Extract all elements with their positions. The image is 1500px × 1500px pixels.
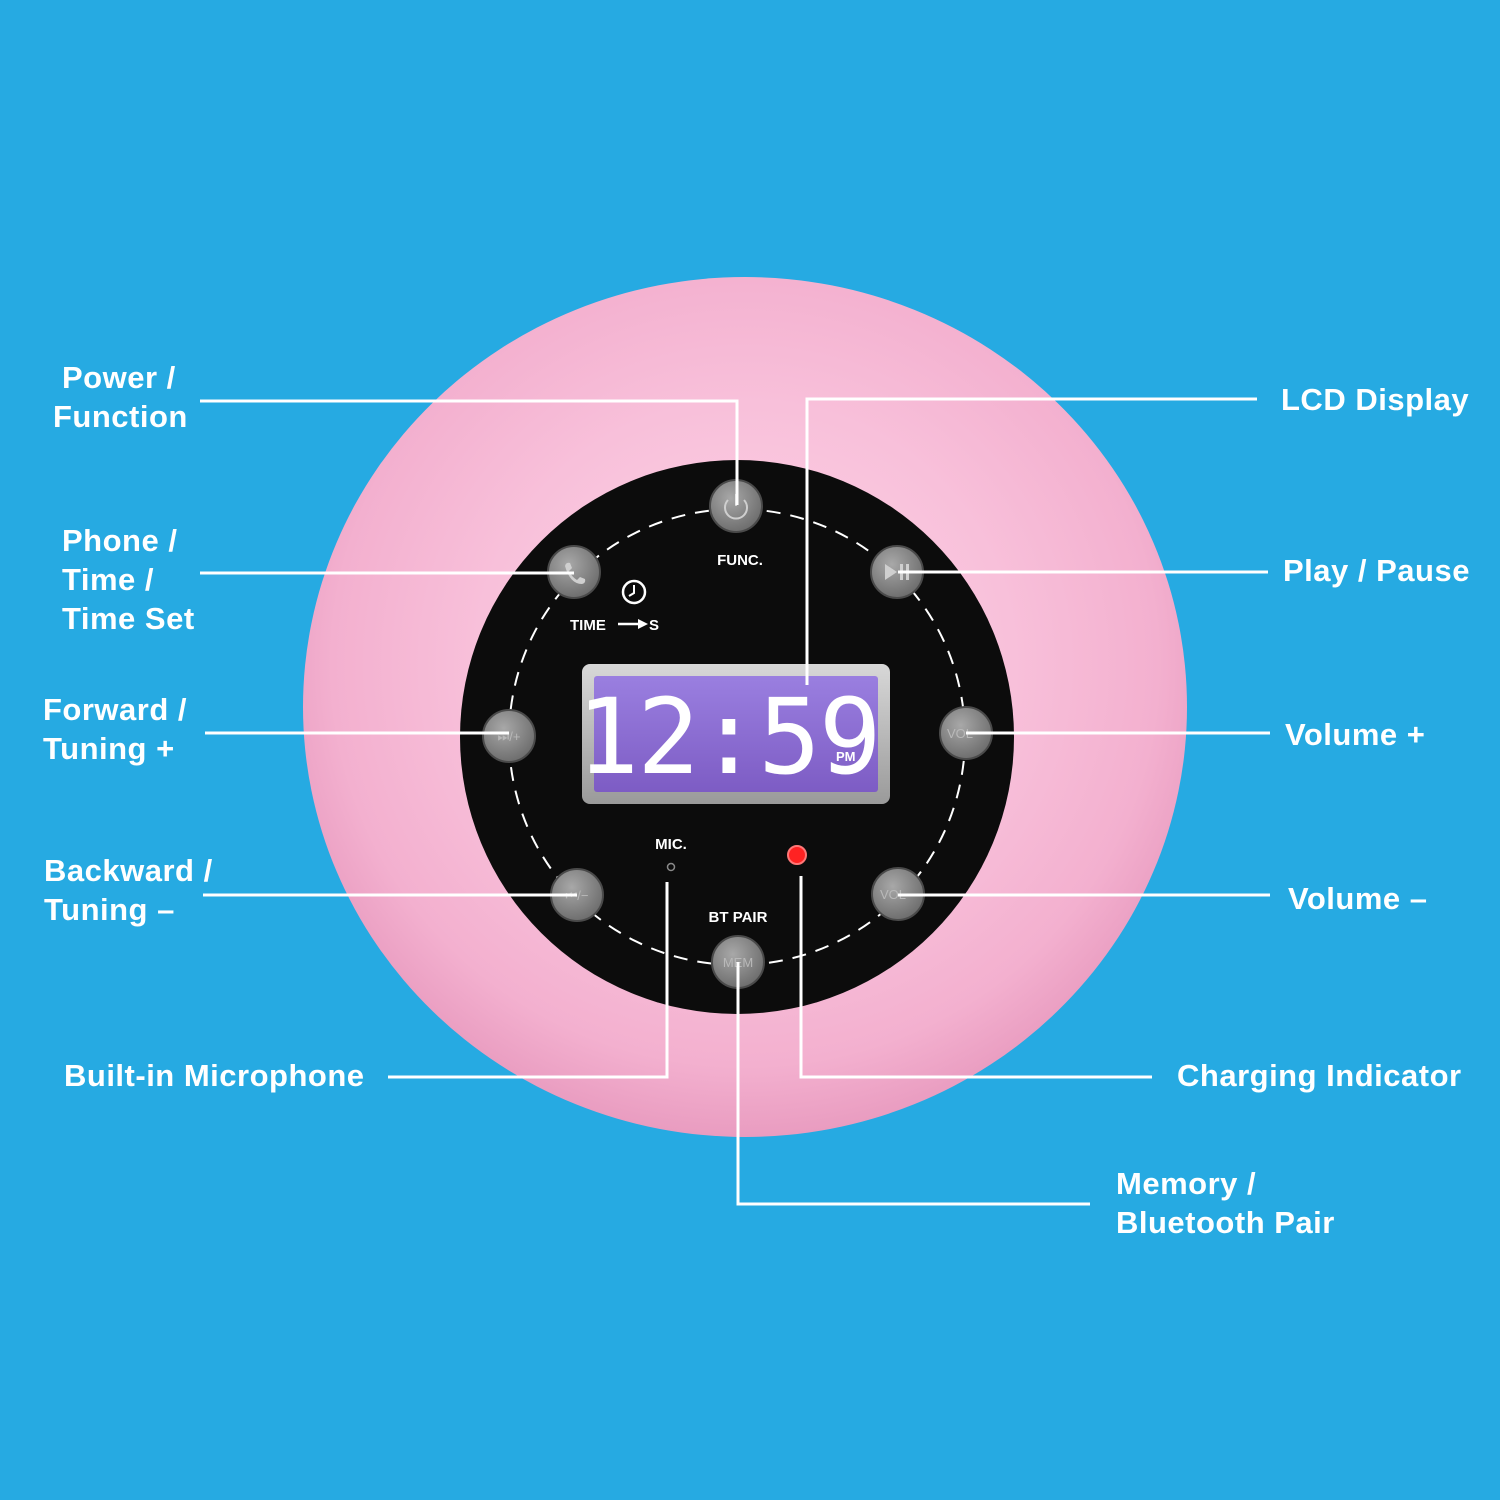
- mic-label: MIC.: [655, 836, 687, 853]
- callout-line: Tuning +: [43, 731, 175, 766]
- charging-indicator-led: [787, 845, 807, 865]
- callout-line: Power /: [62, 360, 176, 395]
- callout-line: Backward /: [44, 853, 213, 888]
- callout-line: Forward /: [43, 692, 188, 727]
- callout-volume-plus: Volume +: [1285, 715, 1425, 754]
- play-pause-button[interactable]: [870, 545, 924, 599]
- callout-microphone: Built-in Microphone: [64, 1056, 365, 1095]
- forward-icon: ⏭/+: [498, 729, 521, 744]
- lcd-period: PM: [836, 749, 856, 764]
- bt-pair-label: BT PAIR: [709, 909, 768, 926]
- leader-memory: [736, 962, 1090, 1206]
- callout-forward-tuning: Forward / Tuning +: [43, 690, 187, 768]
- callout-memory-bt: Memory / Bluetooth Pair: [1116, 1164, 1335, 1242]
- phone-icon: [565, 562, 586, 584]
- callout-line: Memory /: [1116, 1166, 1257, 1201]
- callout-power-function: Power / Function: [53, 358, 188, 436]
- leader-lcd: [805, 397, 1257, 685]
- lcd-display: 12:59 PM: [576, 664, 890, 804]
- callout-lcd-display: LCD Display: [1281, 380, 1469, 419]
- func-label: FUNC.: [717, 552, 763, 569]
- callout-line: Function: [53, 399, 188, 434]
- lcd-time: 12:59: [576, 676, 879, 798]
- callout-charging-indicator: Charging Indicator: [1177, 1056, 1462, 1095]
- clock-icon: [621, 579, 647, 605]
- callout-line: Built-in Microphone: [64, 1058, 365, 1093]
- callout-line: Tuning –: [44, 892, 175, 927]
- callout-volume-minus: Volume –: [1288, 879, 1428, 918]
- arrow-right-icon: [618, 619, 648, 629]
- time-label: TIME: [570, 617, 606, 634]
- forward-button[interactable]: ⏭/+: [482, 709, 536, 763]
- callout-line: Play / Pause: [1283, 553, 1470, 588]
- callout-line: Phone /: [62, 523, 178, 558]
- callout-line: Charging Indicator: [1177, 1058, 1462, 1093]
- leader-charging: [799, 876, 1152, 1079]
- callout-line: LCD Display: [1281, 382, 1470, 417]
- callout-phone-time: Phone / Time / Time Set: [62, 521, 195, 638]
- callout-backward-tuning: Backward / Tuning –: [44, 851, 213, 929]
- callout-line: Time /: [62, 562, 155, 597]
- callout-play-pause: Play / Pause: [1283, 551, 1470, 590]
- vol-plus-label: VOL: [947, 726, 973, 741]
- callout-line: Volume +: [1285, 717, 1426, 752]
- callout-line: Time Set: [62, 601, 195, 636]
- callout-line: Bluetooth Pair: [1116, 1205, 1335, 1240]
- mic-hole-icon: [666, 862, 676, 872]
- leader-power: [200, 399, 739, 505]
- time-s-label: S: [649, 617, 659, 634]
- leader-mic: [388, 882, 669, 1079]
- vol-minus-label: VOL: [880, 887, 906, 902]
- callout-line: Volume –: [1288, 881, 1428, 916]
